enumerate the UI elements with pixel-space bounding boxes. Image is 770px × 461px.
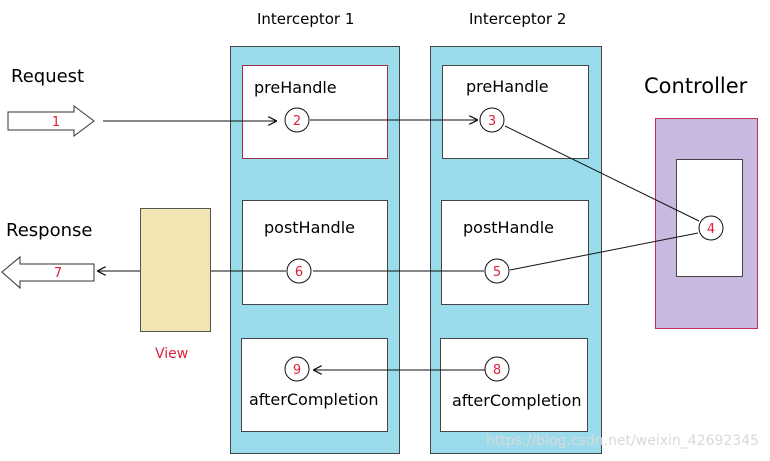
step-3-circle: [479, 107, 505, 133]
controller-title: Controller: [644, 74, 748, 98]
step-6-circle: [286, 258, 312, 284]
interceptor-2-aftercompletion-box: [440, 338, 588, 432]
interceptor-1-posthandle-box: [242, 200, 388, 305]
step-8-number: 8: [493, 363, 501, 378]
step-1-number: 1: [52, 115, 60, 130]
step-2-circle: [284, 107, 310, 133]
watermark-text: https://blog.csdn.net/weixin_42692345: [486, 433, 760, 449]
response-block-arrow: [1, 255, 95, 290]
aftercompletion-label-1: afterCompletion: [249, 390, 379, 409]
request-label: Request: [11, 66, 85, 87]
posthandle-label-1: postHandle: [264, 218, 355, 237]
request-block-arrow: [7, 105, 95, 137]
aftercompletion-label-2: afterCompletion: [452, 391, 582, 410]
step-5-number: 5: [493, 265, 501, 280]
prehandle-label-2: preHandle: [466, 77, 549, 96]
step-9-circle: [284, 356, 310, 382]
interceptor-1-title: Interceptor 1: [257, 10, 355, 28]
step-4-circle: [698, 215, 724, 241]
step-3-number: 3: [488, 114, 496, 129]
step-9-number: 9: [293, 363, 301, 378]
interceptor-1-aftercompletion-box: [241, 338, 388, 432]
view-label: View: [155, 346, 189, 362]
view-block: [140, 208, 211, 332]
interceptor-2-prehandle-box: [442, 65, 589, 159]
interceptor-2-title: Interceptor 2: [469, 10, 567, 28]
response-label: Response: [6, 220, 93, 241]
step-7-number: 7: [54, 266, 62, 281]
prehandle-label-1: preHandle: [254, 78, 337, 97]
line-prehandle-2-to-controller: [504, 125, 700, 222]
step-5-circle: [484, 258, 510, 284]
posthandle-label-2: postHandle: [463, 218, 554, 237]
interceptor-1-prehandle-box: [242, 65, 388, 159]
step-6-number: 6: [295, 265, 303, 280]
step-8-circle: [484, 356, 510, 382]
step-4-number: 4: [707, 222, 715, 237]
line-controller-to-posthandle-2: [509, 232, 699, 271]
step-2-number: 2: [293, 114, 301, 129]
interceptor-2-posthandle-box: [441, 200, 589, 305]
